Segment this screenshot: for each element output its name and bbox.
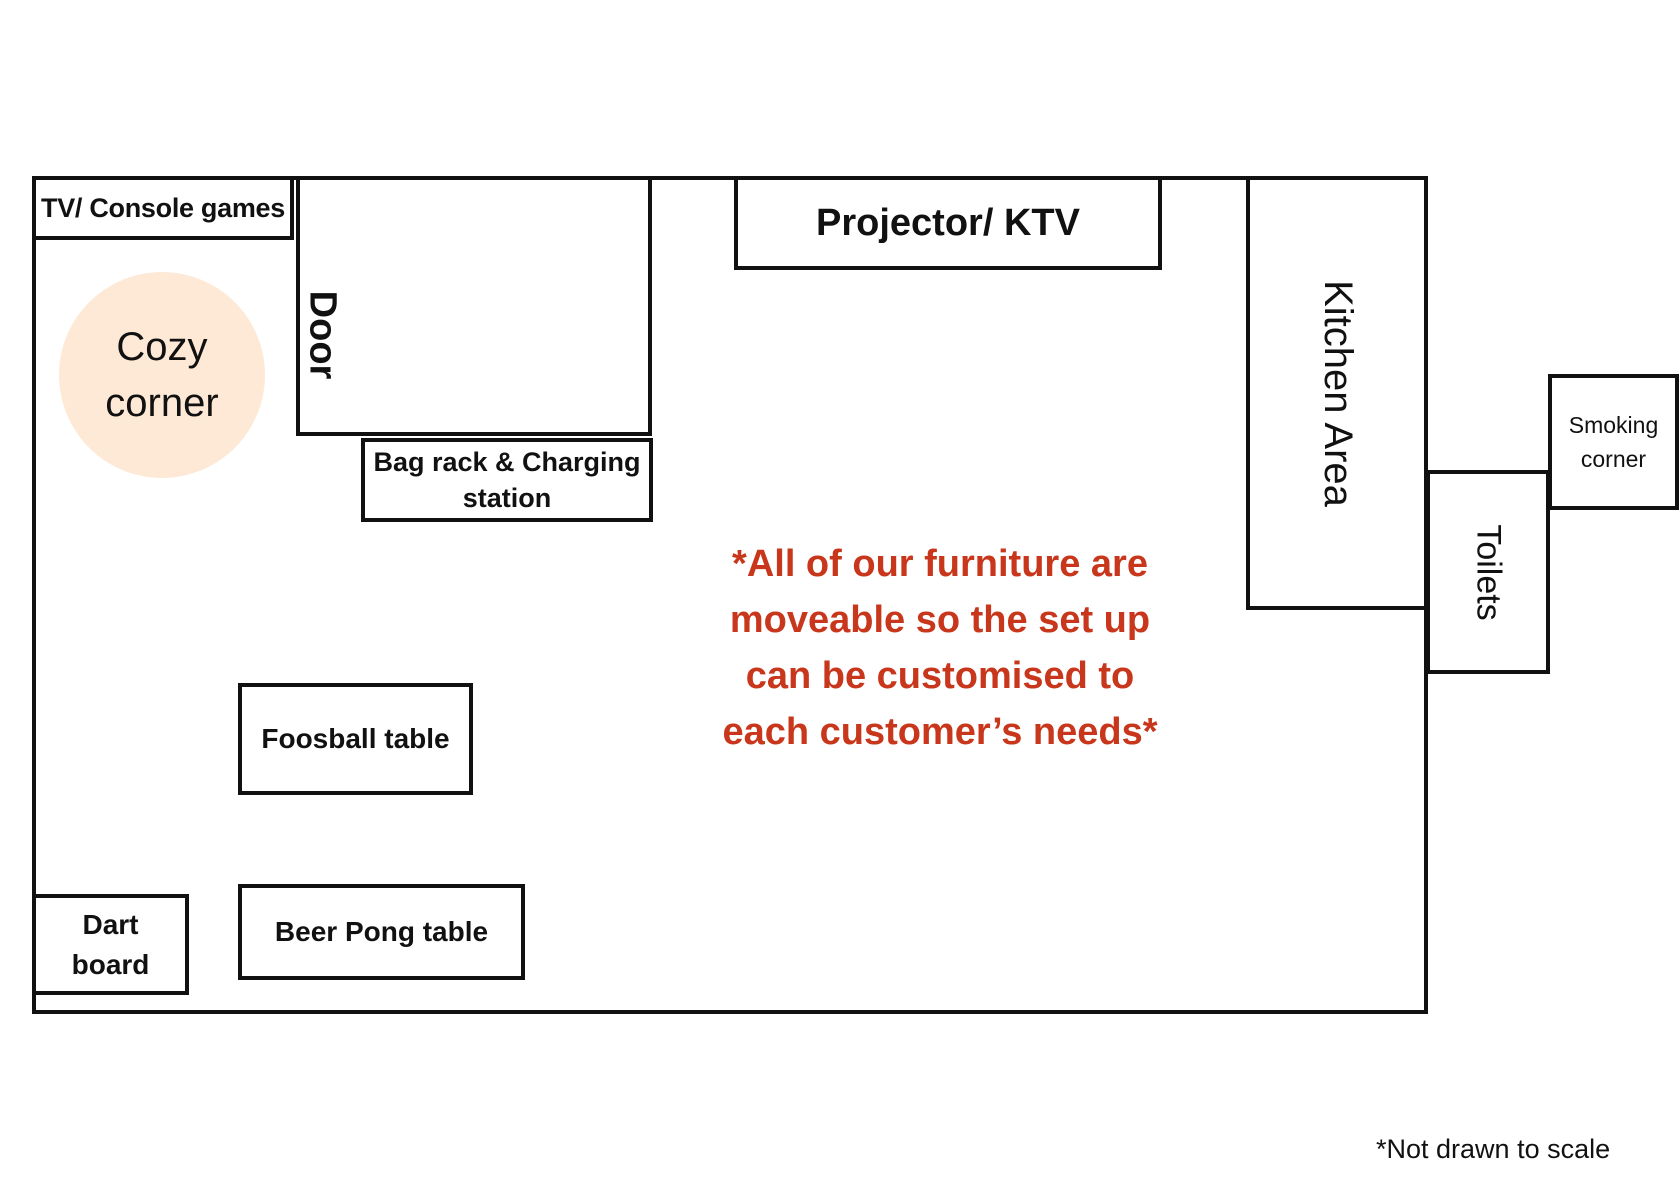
cozy-corner-label-line-2: corner — [105, 381, 219, 425]
door-label: Door — [301, 290, 344, 380]
tv-console-label: TV/ Console games — [41, 192, 285, 223]
foosball-table: Foosball table — [238, 683, 473, 795]
dart-board-label-line-2: board — [71, 948, 150, 980]
bag-rack-charging-station: Bag rack & Charging station — [361, 438, 653, 522]
cozy-corner-label-line-1: Cozy — [116, 325, 208, 369]
projector-ktv-label: Projector/ KTV — [816, 201, 1080, 244]
door-area: Door — [296, 176, 652, 436]
toilets-label: Toilets — [1469, 523, 1508, 621]
toilets-area: Toilets — [1426, 470, 1550, 674]
dart-board-label-line-1: Dart — [82, 908, 139, 940]
bag-rack-label-line-2: station — [462, 483, 552, 513]
notice-line-1: *All of our furniture are — [732, 543, 1148, 585]
smoking-corner: Smoking corner — [1548, 374, 1679, 510]
scale-footnote: *Not drawn to scale — [1376, 1134, 1611, 1164]
kitchen-area-label: Kitchen Area — [1315, 279, 1360, 507]
beer-pong-table: Beer Pong table — [238, 884, 525, 980]
dart-board: Dart board — [32, 894, 189, 995]
notice-line-4: each customer’s needs* — [722, 711, 1158, 753]
cozy-corner: Cozy corner — [59, 272, 265, 478]
smoking-corner-label-line-2: corner — [1580, 446, 1647, 472]
smoking-corner-label-line-1: Smoking — [1568, 412, 1659, 438]
tv-console-area: TV/ Console games — [32, 176, 294, 240]
projector-ktv-area: Projector/ KTV — [734, 176, 1162, 270]
bag-rack-label-line-1: Bag rack & Charging — [373, 447, 641, 477]
notice-line-2: moveable so the set up — [729, 599, 1151, 641]
foosball-table-label: Foosball table — [261, 723, 450, 754]
furniture-notice: *All of our furniture are moveable so th… — [700, 536, 1180, 760]
kitchen-area: Kitchen Area — [1246, 176, 1428, 610]
notice-line-3: can be customised to — [745, 655, 1135, 697]
beer-pong-table-label: Beer Pong table — [274, 916, 489, 947]
